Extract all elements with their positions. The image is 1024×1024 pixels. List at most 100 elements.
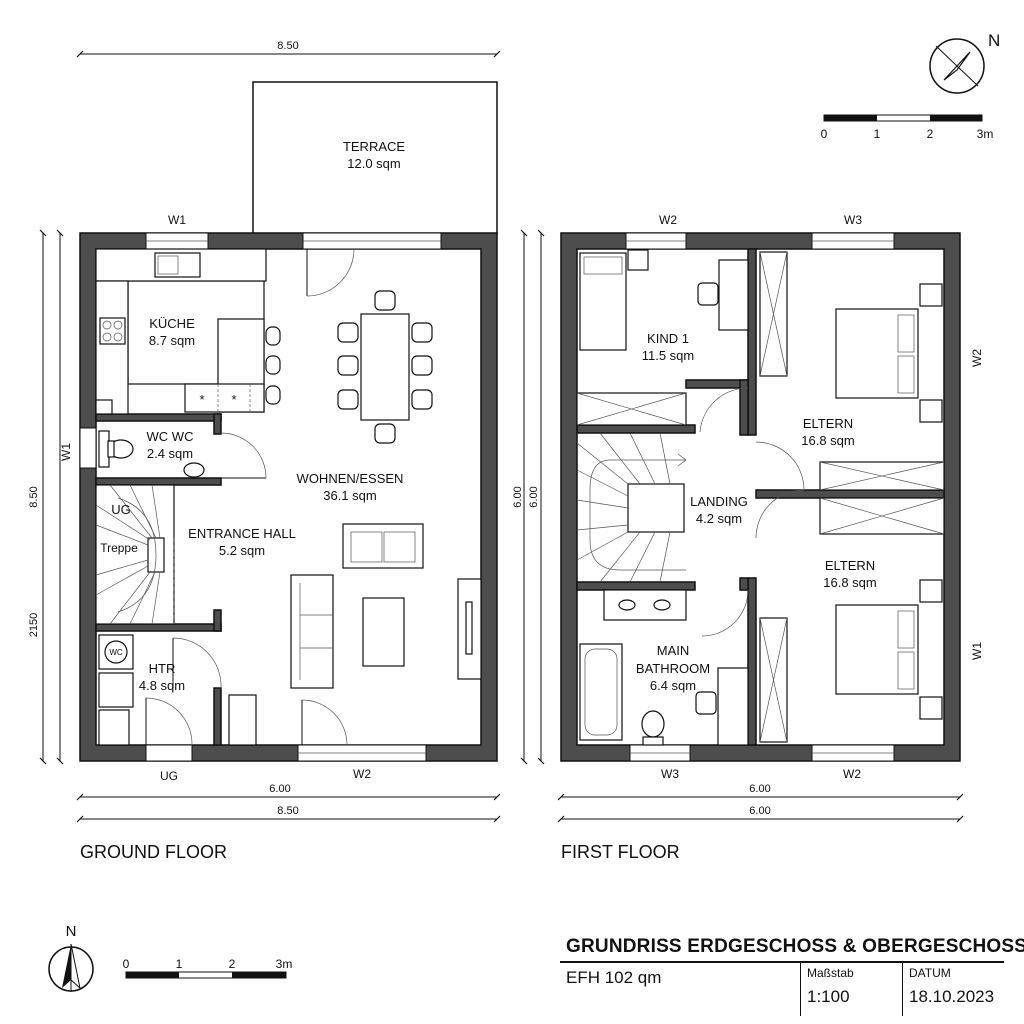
bar-stool <box>265 355 281 375</box>
gf-label-w1-left: W1 <box>59 443 73 461</box>
ff-staircase <box>576 432 687 583</box>
ff-dim-bottom-outer: 6.00 <box>749 805 770 817</box>
coffee-table <box>362 597 405 667</box>
ff-label-w2-bottom: W2 <box>843 767 861 781</box>
gf-label-ug-bottom: UG <box>160 769 178 783</box>
ff-label-w2-right: W2 <box>970 349 984 367</box>
dining-chair <box>374 423 396 444</box>
bath-name-2: BATHROOM <box>636 661 710 676</box>
svg-text:0: 0 <box>821 127 828 141</box>
bath-name-1: MAIN <box>657 643 690 658</box>
gf-label-w1-top: W1 <box>168 213 186 227</box>
north-arrow-bottom: N <box>48 923 94 992</box>
gf-wall-stair-htr <box>95 623 222 632</box>
gf-dim-left-inner: 2150 <box>28 613 40 637</box>
ground-floor: 8.50 TERRACE 12.0 sqm <box>28 40 501 862</box>
landing-name: LANDING <box>690 494 748 509</box>
ff-label-w3-bottom: W3 <box>661 767 679 781</box>
htr-area: 4.8 sqm <box>139 678 185 693</box>
svg-text:*: * <box>199 392 204 407</box>
ground-floor-label: GROUND FLOOR <box>80 842 227 862</box>
gf-dim-bottom-inner: 6.00 <box>269 783 290 795</box>
north-label-top: N <box>988 31 1000 50</box>
dining-chair <box>411 322 433 343</box>
kueche-name: KÜCHE <box>149 316 195 331</box>
cooktop <box>99 317 126 345</box>
gf-dim-top: 8.50 <box>277 40 298 52</box>
wc-sink <box>183 462 205 478</box>
bar-stool <box>265 385 281 405</box>
bar-stool <box>265 326 281 346</box>
wc-name: WC WC <box>147 429 194 444</box>
north-arrow-top: N <box>929 31 1000 94</box>
scale-caption: Maßstab <box>807 966 854 980</box>
htr-door-swing <box>172 637 222 689</box>
first-floor: KIND 1 11.5 sqm ELTERN 16.8 sqm LANDING … <box>512 213 984 862</box>
gf-entrance-door-opening <box>145 744 193 762</box>
bathtub <box>579 643 623 741</box>
dining-chair <box>411 355 433 376</box>
title-block-title: GRUNDRISS ERDGESCHOSS & OBERGESCHOSS <box>566 936 1024 957</box>
eltern1-door-swing <box>755 441 805 491</box>
htr-name: HTR <box>149 661 176 676</box>
dining-chair <box>337 389 359 410</box>
terrace-area: 12.0 sqm <box>347 156 400 171</box>
gf-window-w1-left <box>79 427 97 469</box>
title-block-subtitle: EFH 102 qm <box>566 968 662 987</box>
svg-text:*: * <box>231 392 236 407</box>
terrace-door-swing <box>306 248 355 297</box>
eltern2-name: ELTERN <box>825 558 875 573</box>
svg-text:3m: 3m <box>977 127 994 141</box>
terrace-name: TERRACE <box>343 139 405 154</box>
kind1-name: KIND 1 <box>647 331 689 346</box>
stair-treppe-label: Treppe <box>100 541 138 555</box>
double-vanity <box>603 589 687 621</box>
ff-dim-bottom-inner: 6.00 <box>749 783 770 795</box>
first-floor-label: FIRST FLOOR <box>561 842 680 862</box>
kind-door-swing <box>699 387 749 433</box>
sofa <box>290 574 334 689</box>
title-block-scale: Maßstab 1:100 <box>800 961 901 1016</box>
svg-text:2: 2 <box>229 957 236 971</box>
eltern1-bed <box>835 308 919 399</box>
gf-dim-bottom-outer: 8.50 <box>277 805 298 817</box>
bath-area: 6.4 sqm <box>650 678 696 693</box>
scale-value: 1:100 <box>807 987 850 1006</box>
eltern2-area: 16.8 sqm <box>823 575 876 590</box>
ff-wall-kind-eltern <box>747 248 757 436</box>
ff-dim-left-inner: 6.00 <box>528 486 540 507</box>
date-caption: DATUM <box>909 966 951 980</box>
eltern1-name: ELTERN <box>803 416 853 431</box>
dining-chair <box>337 322 359 343</box>
svg-text:0: 0 <box>123 957 130 971</box>
entrance-door-swing <box>145 697 193 746</box>
ff-dim-left-outer: 6.00 <box>512 486 524 507</box>
sink <box>154 252 201 278</box>
north-label-bottom: N <box>66 923 77 940</box>
gf-wall-kitchen-wc <box>95 413 222 422</box>
svg-text:WC: WC <box>109 648 123 657</box>
stair-ug-label: UG <box>111 502 131 517</box>
svg-text:1: 1 <box>176 957 183 971</box>
svg-text:2: 2 <box>927 127 934 141</box>
gf-wall-htr-hall <box>213 687 222 746</box>
bath-door-swing <box>701 589 749 637</box>
scalebar-top: 0 1 2 3m <box>821 114 994 141</box>
dining-chair <box>337 355 359 376</box>
scalebar-bottom: 0 1 2 3m <box>123 957 292 979</box>
title-block: GRUNDRISS ERDGESCHOSS & OBERGESCHOSS EFH… <box>560 934 1024 1016</box>
kind1-area: 11.5 sqm <box>642 348 695 363</box>
wc-door-swing <box>220 432 267 479</box>
eltern2-bed <box>835 604 919 695</box>
living-door-swing <box>301 699 348 746</box>
entrance-name: ENTRANCE HALL <box>188 526 296 541</box>
wc-area: 2.4 sqm <box>147 446 193 461</box>
ff-wall-bath-eltern <box>747 577 757 746</box>
ff-label-w2-top: W2 <box>659 213 677 227</box>
ff-wall-kind-landing <box>576 424 696 434</box>
eltern1-area: 16.8 sqm <box>801 433 854 448</box>
wohnen-name: WOHNEN/ESSEN <box>297 471 404 486</box>
ff-label-w1-right: W1 <box>970 642 984 660</box>
entrance-area: 5.2 sqm <box>219 543 265 558</box>
dining-chair <box>374 290 396 311</box>
